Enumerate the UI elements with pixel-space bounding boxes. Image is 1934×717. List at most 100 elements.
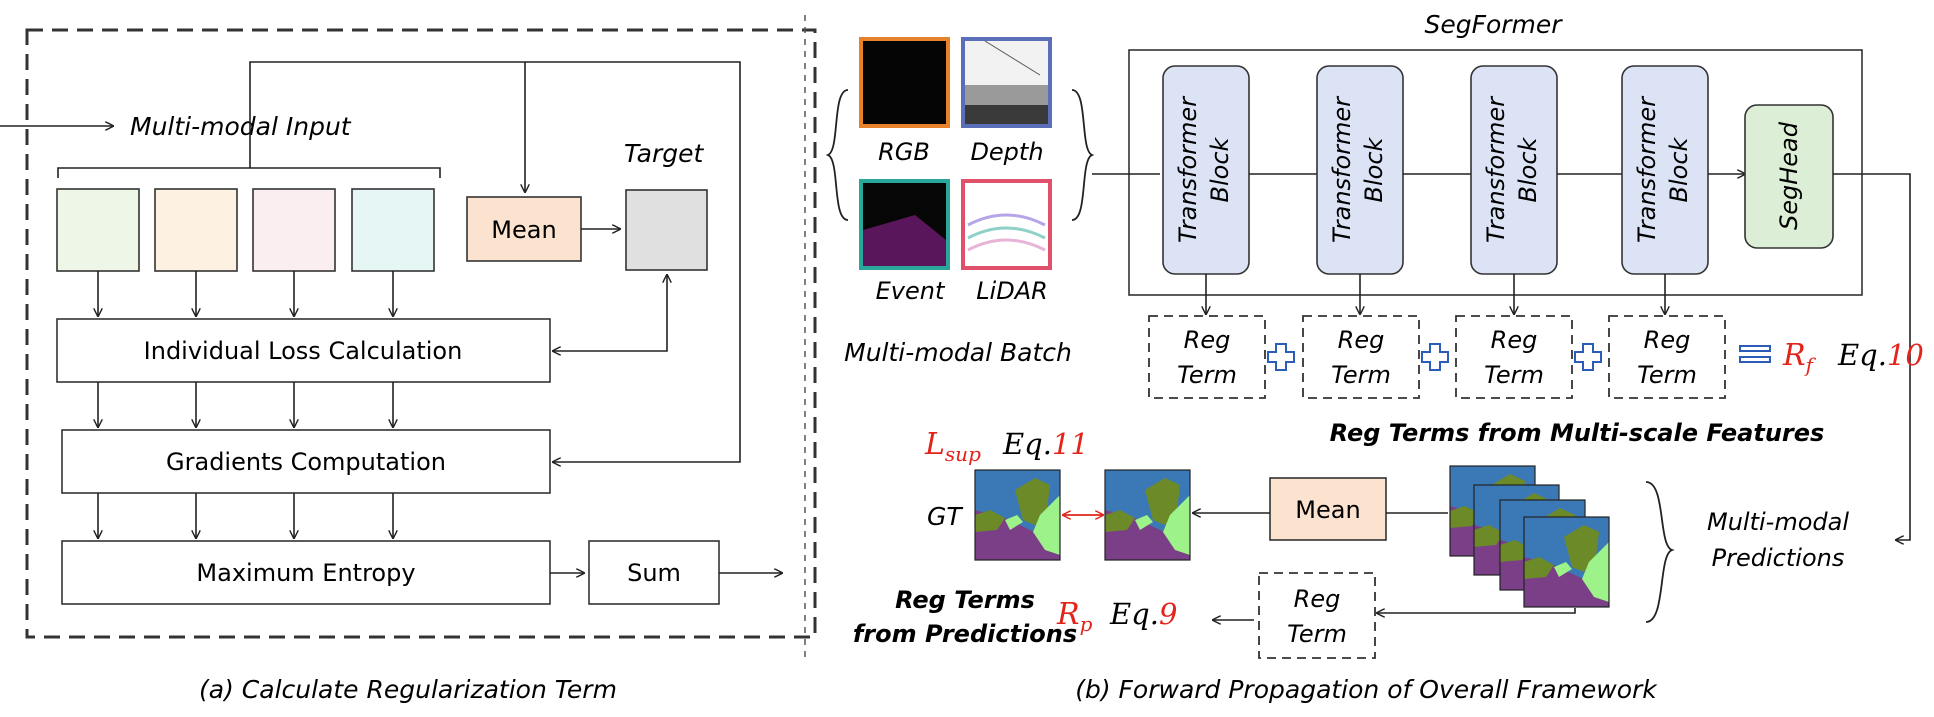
predictions-line1: Multi-modal bbox=[1707, 508, 1849, 536]
max-entropy-box bbox=[61, 540, 551, 605]
multimodal-input-label: Multi-modal Input bbox=[130, 112, 352, 141]
reg-term-line1: Reg bbox=[1184, 326, 1231, 354]
target-box bbox=[625, 189, 708, 271]
reg-term-line2: Term bbox=[1177, 361, 1237, 389]
transformer-block-label-line1: Transformer bbox=[1482, 95, 1510, 243]
mean-prediction-image bbox=[1104, 469, 1191, 561]
batch-left-brace bbox=[825, 89, 849, 221]
modality-depth-label: Depth bbox=[970, 138, 1043, 166]
reg-term-predictions-line1: Reg bbox=[1294, 585, 1341, 613]
panel-a-frame bbox=[25, 28, 817, 639]
mean-box bbox=[466, 196, 582, 262]
lsup-symbol: Lsup bbox=[924, 427, 981, 466]
reg-term-line1: Reg bbox=[1338, 326, 1385, 354]
gradients-box bbox=[61, 429, 551, 494]
modality-box-3 bbox=[252, 188, 336, 272]
reg-term-line2: Term bbox=[1637, 361, 1697, 389]
rf-symbol: Rf bbox=[1782, 338, 1817, 377]
rp-eq: Eq.9 bbox=[1109, 597, 1177, 631]
transformer-block-label-line1: Transformer bbox=[1633, 95, 1661, 243]
sum-label: Sum bbox=[627, 559, 681, 587]
modality-rgb-label: RGB bbox=[878, 138, 930, 166]
target-label: Target bbox=[624, 139, 704, 168]
mean-label: Mean bbox=[491, 216, 556, 244]
reg-term-line2: Term bbox=[1484, 361, 1544, 389]
modality-lidar-label: LiDAR bbox=[976, 277, 1048, 305]
prediction-stack bbox=[1449, 465, 1610, 608]
reg-term-predictions-line2: Term bbox=[1287, 620, 1347, 648]
reg-term-predictions-box bbox=[1258, 572, 1376, 659]
modality-boxes bbox=[56, 188, 435, 272]
transformer-block-label-line2: Block bbox=[1665, 136, 1693, 202]
multiscale-caption: Reg Terms from Multi-scale Features bbox=[1330, 419, 1825, 447]
seghead-box bbox=[1744, 104, 1834, 249]
rp-symbol: Rp bbox=[1056, 597, 1093, 636]
segformer-frame bbox=[1128, 49, 1863, 296]
modality-depth: Depth bbox=[961, 37, 1052, 166]
column-arrows bbox=[98, 271, 393, 538]
segformer-label: SegFormer bbox=[1424, 10, 1563, 39]
seghead-output-line bbox=[1833, 173, 1911, 540]
input-brace bbox=[57, 167, 441, 178]
lsup-equation: Lsup Eq.11 bbox=[924, 427, 1089, 466]
predictions-brace bbox=[1645, 481, 1675, 623]
modality-event: Event bbox=[859, 179, 950, 305]
modality-rgb: RGB bbox=[859, 37, 950, 166]
sum-box bbox=[588, 540, 720, 605]
modality-box-2 bbox=[154, 188, 238, 272]
transformer-block-label-line2: Block bbox=[1514, 136, 1542, 202]
modality-event-label: Event bbox=[876, 277, 946, 305]
panel-a: Multi-modal Input Target Mean Individual… bbox=[0, 28, 817, 704]
rp-equation: Rp Eq.9 bbox=[1056, 597, 1177, 636]
batch-right-brace bbox=[1071, 89, 1095, 221]
multimodal-batch-label: Multi-modal Batch bbox=[844, 338, 1072, 367]
panel-a-caption: (a) Calculate Regularization Term bbox=[199, 675, 617, 704]
reg-term-box bbox=[1302, 315, 1420, 399]
modality-box-1 bbox=[56, 188, 140, 272]
plus-icon bbox=[1267, 343, 1295, 371]
rf-eq: Eq.10 bbox=[1837, 338, 1924, 372]
gt-label: GT bbox=[927, 502, 963, 531]
pred-caption-line1: Reg Terms bbox=[895, 586, 1035, 614]
mean-label-b: Mean bbox=[1295, 496, 1360, 524]
reg-term-box bbox=[1148, 315, 1266, 399]
individual-loss-label: Individual Loss Calculation bbox=[144, 337, 463, 365]
transformer-block-label-line2: Block bbox=[1360, 136, 1388, 202]
reg-term-box bbox=[1455, 315, 1573, 399]
rf-equation: Rf Eq.10 bbox=[1739, 338, 1924, 377]
gradients-feedback-line bbox=[249, 61, 741, 462]
gradients-label: Gradients Computation bbox=[166, 448, 446, 476]
individual-loss-box bbox=[56, 318, 551, 383]
modality-box-4 bbox=[351, 188, 435, 272]
transformer-block-label-line2: Block bbox=[1206, 136, 1234, 202]
modality-lidar: LiDAR bbox=[961, 179, 1052, 305]
gt-image bbox=[974, 469, 1061, 561]
reg-term-box bbox=[1608, 315, 1726, 399]
target-loss-arrow bbox=[553, 275, 667, 351]
reg-term-line1: Reg bbox=[1491, 326, 1538, 354]
reg-term-line2: Term bbox=[1331, 361, 1391, 389]
plus-icon bbox=[1574, 343, 1602, 371]
transformer-block-label-line1: Transformer bbox=[1174, 95, 1202, 243]
transformer-block-label-line1: Transformer bbox=[1328, 95, 1356, 243]
max-entropy-label: Maximum Entropy bbox=[196, 559, 415, 587]
seghead-label: SegHead bbox=[1775, 121, 1803, 230]
predictions-line2: Predictions bbox=[1712, 544, 1845, 572]
panel-b: RGB Depth Event LiDAR Multi-modal Batch … bbox=[825, 10, 1924, 704]
reg-term-line1: Reg bbox=[1644, 326, 1691, 354]
lsup-eq: Eq.11 bbox=[1002, 427, 1089, 461]
panel-b-caption: (b) Forward Propagation of Overall Frame… bbox=[1075, 675, 1658, 704]
mean-box-b bbox=[1269, 477, 1387, 541]
plus-icon bbox=[1421, 343, 1449, 371]
